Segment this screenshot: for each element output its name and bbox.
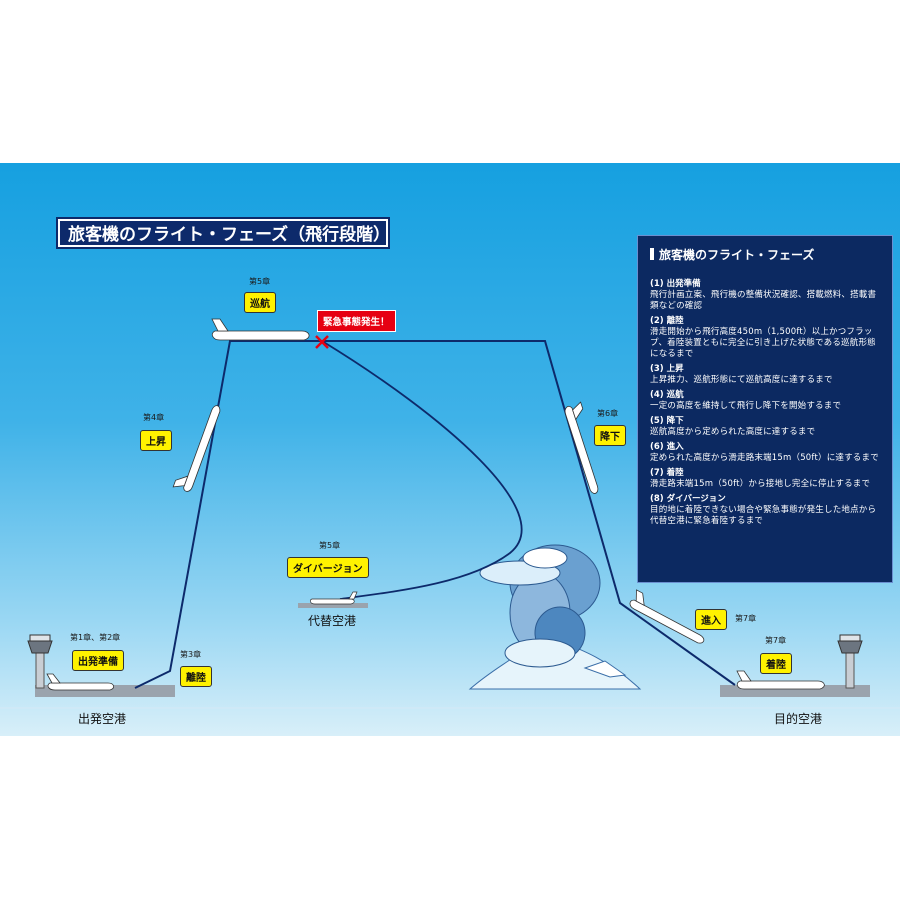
airplane-departure-icon — [46, 673, 114, 691]
phase-description: 巡航高度から定められた高度に達するまで — [650, 427, 816, 437]
chapter-label-diversion: 第5章 — [319, 541, 341, 550]
title-bar-icon — [650, 248, 654, 260]
airport-label-departure: 出発空港 — [78, 712, 127, 726]
chapter-label-descent: 第6章 — [597, 409, 619, 418]
diagram-title: 旅客機のフライト・フェーズ（飛行段階） — [56, 217, 390, 249]
airport-label-destination: 目的空港 — [774, 712, 823, 726]
phase-description: 飛行計画立案、飛行機の整備状況確認、搭載燃料、搭載書類などの確認 — [650, 290, 877, 311]
callout-diversion: ダイバージョン — [287, 557, 369, 578]
airplane-climb-icon — [172, 405, 221, 492]
airplane-landing-icon — [736, 670, 825, 690]
phase-heading: (7) 着陸 — [650, 468, 684, 478]
phase-heading: (2) 離陸 — [650, 316, 684, 326]
departure-tower-icon — [27, 634, 53, 689]
airplane-cruise-icon — [211, 318, 310, 341]
callout-climb: 上昇 — [140, 430, 172, 451]
phase-item: (4) 巡航 一定の高度を維持して飛行し降下を開始するまで — [650, 390, 882, 412]
callout-approach: 進入 — [695, 609, 727, 630]
phase-heading: (5) 降下 — [650, 416, 684, 426]
info-panel-title: 旅客機のフライト・フェーズ — [650, 246, 882, 263]
phase-heading: (3) 上昇 — [650, 364, 684, 374]
phase-description: 目的地に着陸できない場合や緊急事態が発生した地点から代替空港に緊急着陸するまで — [650, 505, 877, 526]
callout-cruise: 巡航 — [244, 292, 276, 313]
phase-description: 滑走開始から飛行高度450m（1,500ft）以上かつフラップ、着陸装置ともに完… — [650, 327, 876, 359]
chapter-label-climb: 第4章 — [143, 413, 165, 422]
diagram-stage: 旅客機のフライト・フェーズ（飛行段階） 第1章、第2章 第3章 第4章 第5章 … — [0, 163, 900, 736]
phase-description: 滑走路末端15m（50ft）から接地し完全に停止するまで — [650, 479, 871, 489]
phase-item: (5) 降下 巡航高度から定められた高度に達するまで — [650, 416, 882, 438]
phase-description: 定められた高度から滑走路末端15m（50ft）に達するまで — [650, 453, 879, 463]
emergency-badge: 緊急事態発生！ — [317, 310, 396, 332]
airplane-approach-icon — [629, 589, 705, 644]
callout-descent: 降下 — [594, 425, 626, 446]
callout-landing: 着陸 — [760, 653, 792, 674]
phase-description: 一定の高度を維持して飛行し降下を開始するまで — [650, 401, 842, 411]
airplane-alternate-icon — [309, 591, 358, 605]
airport-label-alternate: 代替空港 — [308, 614, 357, 628]
volcano-eruption — [468, 544, 642, 690]
phase-heading: (6) 進入 — [650, 442, 684, 452]
callout-preflight: 出発準備 — [72, 650, 124, 671]
chapter-label-cruise: 第5章 — [249, 277, 271, 286]
diversion-path-line — [321, 340, 523, 600]
phase-item: (3) 上昇 上昇推力、巡航形態にて巡航高度に達するまで — [650, 364, 882, 386]
chapter-label-departure: 第1章、第2章 — [70, 633, 121, 642]
phase-item: (7) 着陸 滑走路末端15m（50ft）から接地し完全に停止するまで — [650, 468, 882, 490]
airplane-descent-icon — [564, 401, 599, 494]
callout-takeoff: 離陸 — [180, 666, 212, 687]
flight-path-line — [134, 340, 736, 689]
phase-heading: (4) 巡航 — [650, 390, 684, 400]
phase-item: (2) 離陸 滑走開始から飛行高度450m（1,500ft）以上かつフラップ、着… — [650, 316, 882, 360]
phase-description: 上昇推力、巡航形態にて巡航高度に達するまで — [650, 375, 833, 385]
chapter-label-takeoff: 第3章 — [180, 650, 202, 659]
destination-tower-icon — [837, 634, 863, 689]
info-panel-title-text: 旅客機のフライト・フェーズ — [659, 248, 815, 262]
flight-path-art — [0, 318, 900, 709]
phase-heading: (1) 出発準備 — [650, 279, 701, 289]
alternate-runway — [298, 603, 368, 608]
emergency-x-icon — [315, 335, 329, 349]
chapter-label-landing: 第7章 — [765, 636, 787, 645]
phase-item: (6) 進入 定められた高度から滑走路末端15m（50ft）に達するまで — [650, 442, 882, 464]
phase-item: (1) 出発準備 飛行計画立案、飛行機の整備状況確認、搭載燃料、搭載書類などの確… — [650, 279, 882, 312]
phase-item: (8) ダイバージョン 目的地に着陸できない場合や緊急事態が発生した地点から代替… — [650, 494, 882, 527]
phase-heading: (8) ダイバージョン — [650, 494, 726, 504]
phase-info-panel: 旅客機のフライト・フェーズ (1) 出発準備 飛行計画立案、飛行機の整備状況確認… — [637, 235, 893, 583]
chapter-label-approach: 第7章 — [735, 614, 757, 623]
